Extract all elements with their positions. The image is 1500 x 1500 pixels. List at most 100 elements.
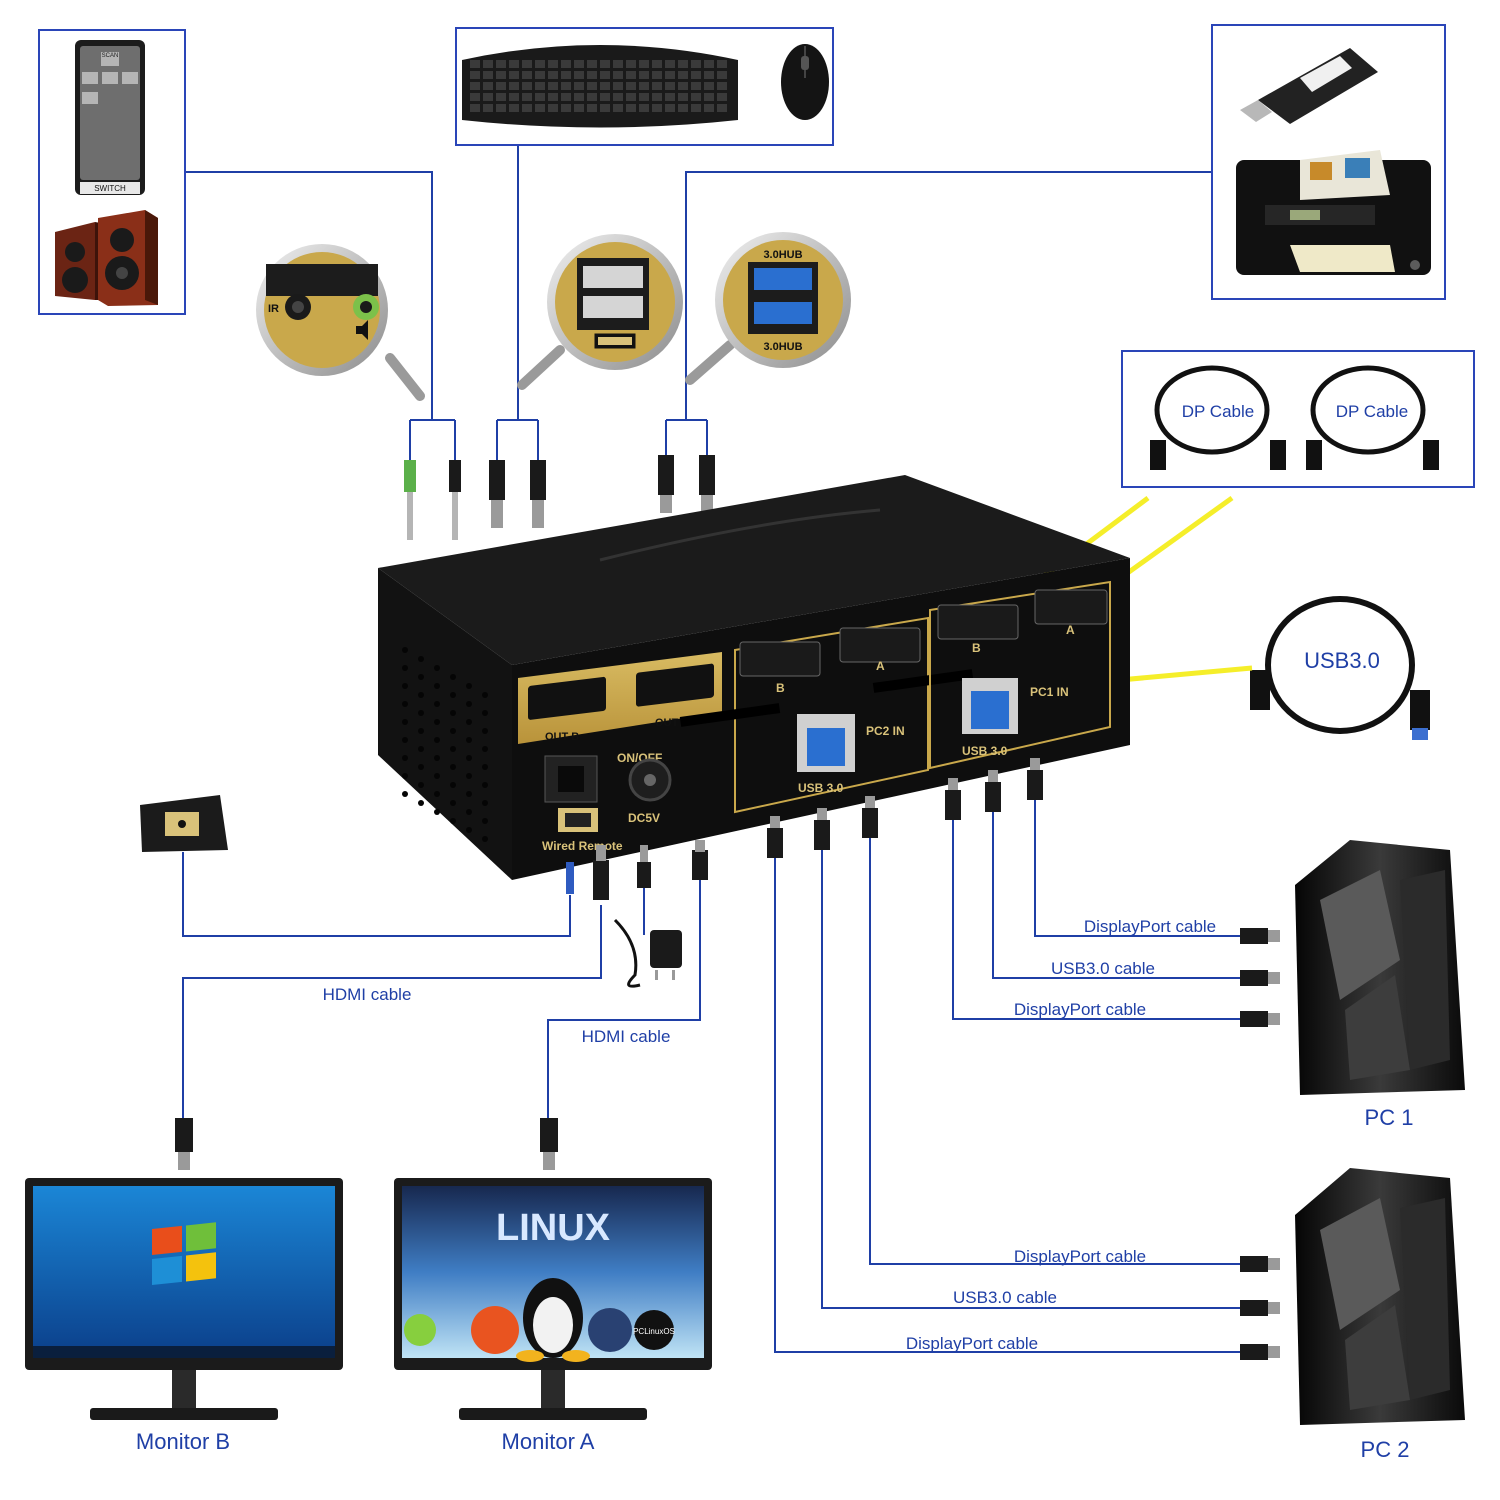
usb-flash-drive-icon: [1240, 48, 1378, 124]
keyboard-key: [483, 93, 493, 101]
keyboard-key: [678, 60, 688, 68]
pc2-in-label: PC2 IN: [866, 724, 905, 738]
hub-top-label: 3.0HUB: [763, 249, 802, 261]
keyboard-key: [483, 71, 493, 79]
keyboard-key: [691, 71, 701, 79]
keyboard-key: [717, 71, 727, 79]
vent-hole: [434, 701, 440, 707]
vent-hole: [466, 719, 472, 725]
vent-hole: [466, 683, 472, 689]
keyboard-key: [678, 82, 688, 90]
vent-hole: [434, 791, 440, 797]
audio-ports-magnifier: IR: [256, 244, 425, 401]
keyboard-key: [535, 60, 545, 68]
fedora-logo-icon: [588, 1308, 632, 1352]
keyboard-key: [678, 104, 688, 112]
vent-hole: [402, 737, 408, 743]
pc1-dp-cable-1-label: DisplayPort cable: [1084, 917, 1216, 936]
vent-hole: [450, 818, 456, 824]
keyboard-key: [587, 60, 597, 68]
pc2-dp-cable-2-label: DisplayPort cable: [906, 1334, 1038, 1353]
pc2-usb-cable-label: USB3.0 cable: [953, 1288, 1057, 1307]
keyboard-key: [574, 82, 584, 90]
keyboard-key: [548, 104, 558, 112]
monitor-b-icon: [25, 1178, 343, 1420]
keyboard-key: [587, 82, 597, 90]
keyboard-key: [704, 60, 714, 68]
vent-hole: [402, 683, 408, 689]
keyboard-key: [535, 104, 545, 112]
keyboard-key: [522, 104, 532, 112]
kvm-bottom-plugs: [566, 758, 1043, 900]
keyboard-key: [678, 71, 688, 79]
keyboard-key: [639, 93, 649, 101]
usb-plug-hub-1: [658, 455, 674, 513]
vent-hole: [418, 764, 424, 770]
keyboard-key: [717, 93, 727, 101]
vent-hole: [466, 737, 472, 743]
vent-hole: [418, 746, 424, 752]
vent-hole: [482, 746, 488, 752]
vent-hole: [450, 728, 456, 734]
keyboard-key: [652, 71, 662, 79]
kvm-switch-icon: OUT B OUT A ON/OFF DC5V Wired Remote B A…: [378, 475, 1130, 880]
vent-hole: [466, 809, 472, 815]
keyboard-key: [626, 71, 636, 79]
keyboard-key: [639, 71, 649, 79]
keyboard-key: [704, 71, 714, 79]
keyboard-key: [665, 104, 675, 112]
keyboard-key: [470, 82, 480, 90]
vent-hole: [450, 782, 456, 788]
usb-plug-keyboard: [489, 460, 505, 528]
keyboard-key: [548, 71, 558, 79]
keyboard-key: [548, 93, 558, 101]
vent-hole: [402, 755, 408, 761]
keyboard-key: [574, 104, 584, 112]
speakers-icon: [55, 210, 158, 306]
audio-plug-black: [449, 460, 461, 540]
monitor-a-label: Monitor A: [502, 1429, 595, 1454]
vent-hole: [450, 800, 456, 806]
hub-bottom-label: 3.0HUB: [763, 341, 802, 353]
remote-switch-label: SWITCH: [94, 184, 126, 193]
keyboard-key: [600, 71, 610, 79]
keyboard-key: [509, 82, 519, 90]
keyboard-key: [548, 60, 558, 68]
pc1-in-label: PC1 IN: [1030, 685, 1069, 699]
vent-hole: [402, 701, 408, 707]
tux-penguin-icon: [516, 1278, 590, 1362]
keyboard-key: [704, 104, 714, 112]
vent-hole: [434, 665, 440, 671]
mint-logo-icon: [404, 1314, 436, 1346]
pc2-label: PC 2: [1361, 1437, 1410, 1462]
keyboard-key: [691, 60, 701, 68]
usb30-pc2-label: USB 3.0: [798, 781, 844, 795]
keyboard-key: [665, 93, 675, 101]
pclinuxos-label: PCLinuxOS: [633, 1327, 675, 1336]
dp-cable-label-1: DP Cable: [1182, 402, 1254, 421]
vent-hole: [418, 710, 424, 716]
keyboard-key: [496, 71, 506, 79]
keyboard-key: [717, 60, 727, 68]
pc1-usb-cable-label: USB3.0 cable: [1051, 959, 1155, 978]
vent-hole: [482, 728, 488, 734]
keyboard-key: [496, 104, 506, 112]
vent-hole: [450, 710, 456, 716]
vent-hole: [482, 710, 488, 716]
keyboard-key: [535, 82, 545, 90]
keyboard-key: [574, 71, 584, 79]
out-b-label: OUT B: [545, 731, 579, 743]
port-b-pc2-label: B: [776, 681, 785, 695]
vent-hole: [482, 800, 488, 806]
keyboard-key: [470, 71, 480, 79]
keyboard-key: [613, 93, 623, 101]
usb-plug-hub-2: [699, 455, 715, 513]
vent-hole: [434, 809, 440, 815]
keyboard-key: [509, 71, 519, 79]
pc2-tower: [1295, 1168, 1465, 1425]
keyboard-key: [496, 82, 506, 90]
monitor-hdmi-plugs: [175, 1118, 558, 1170]
keyboard-key: [652, 82, 662, 90]
dp-cables-box: DP Cable DP Cable: [1121, 350, 1475, 488]
keyboard-key: [665, 60, 675, 68]
